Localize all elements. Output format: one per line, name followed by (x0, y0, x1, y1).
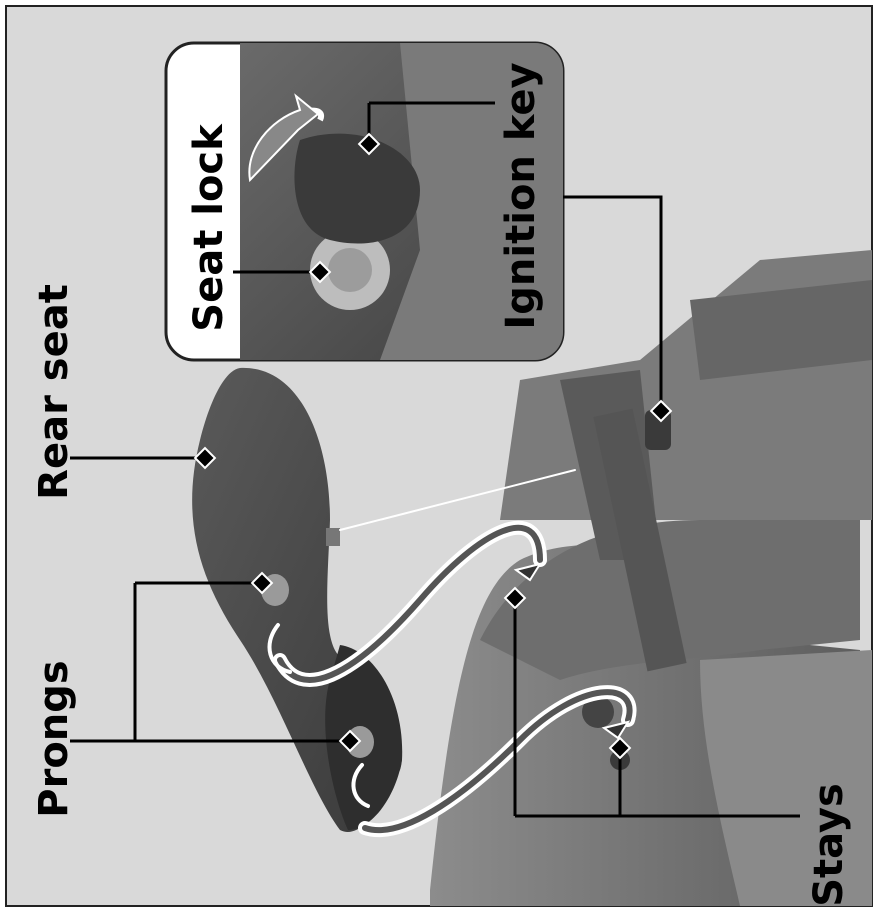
prongs-label: Prongs (31, 660, 77, 817)
stays-label: Stays (806, 783, 852, 907)
rear-seat-label: Rear seat (31, 284, 77, 500)
seat-lock-label: Seat lock (186, 123, 232, 332)
ignition-key-label: Ignition key (498, 62, 544, 329)
